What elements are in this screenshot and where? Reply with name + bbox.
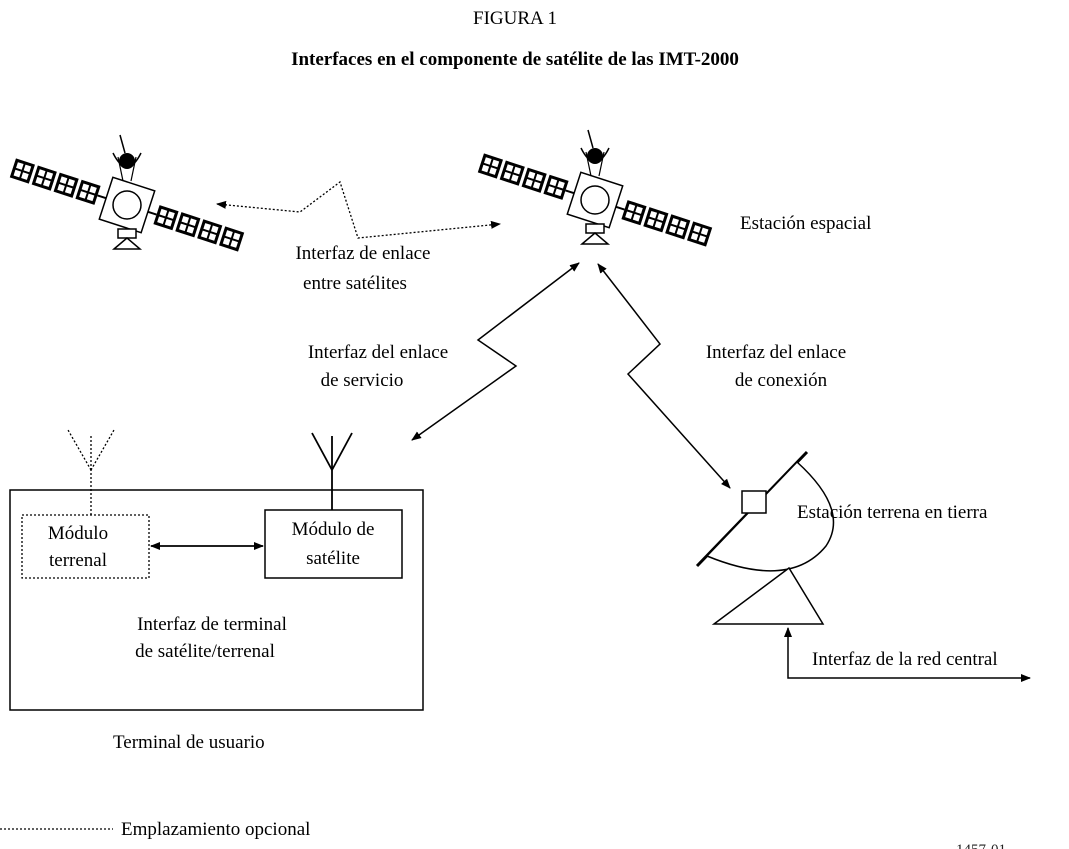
satellite-left-icon [10,135,244,252]
service-link-arrow [411,262,580,441]
satellite-module-label-line1: Módulo de [292,519,375,540]
figure-number: FIGURA 1 [473,8,557,29]
space-station-label: Estación espacial [740,213,871,234]
earth-station-label: Estación terrena en tierra [797,502,988,523]
figure-code: 1457-01 [956,842,1006,849]
terrestrial-module-box [21,514,150,579]
core-network-arrow [784,627,1031,682]
optional-antenna-icon [67,429,115,515]
terminal-interface-label-line2: de satélite/terrenal [135,641,275,662]
user-terminal-label: Terminal de usuario [113,732,265,753]
earth-station-dish-icon [695,450,835,572]
earth-station-base-triangle [711,566,825,625]
satellite-antenna-icon [311,432,353,510]
feeder-link-label-line2: de conexión [735,370,828,391]
feeder-link-label-line1: Interfaz del enlace [706,342,846,363]
satellite-right-icon [478,130,712,247]
service-link-label-line1: Interfaz del enlace [308,342,448,363]
terrestrial-module-label-line1: Módulo [48,523,108,544]
terminal-interface-label-line1: Interfaz de terminal [137,614,287,635]
inter-satellite-label-line2: entre satélites [303,273,407,294]
inter-satellite-link-arrow [216,180,501,239]
figure-title: Interfaces en el componente de satélite … [291,49,739,70]
core-network-label: Interfaz de la red central [812,649,998,670]
legend-optional-location-label: Emplazamiento opcional [121,819,310,840]
satellite-module-label-line2: satélite [306,548,360,569]
user-terminal-box [9,489,424,711]
inter-satellite-label-line1: Interfaz de enlace [295,243,430,264]
satellite-module-box [264,509,403,579]
feeder-link-arrow [597,263,731,489]
terrestrial-module-label-line2: terrenal [49,550,107,571]
service-link-label-line2: de servicio [321,370,404,391]
